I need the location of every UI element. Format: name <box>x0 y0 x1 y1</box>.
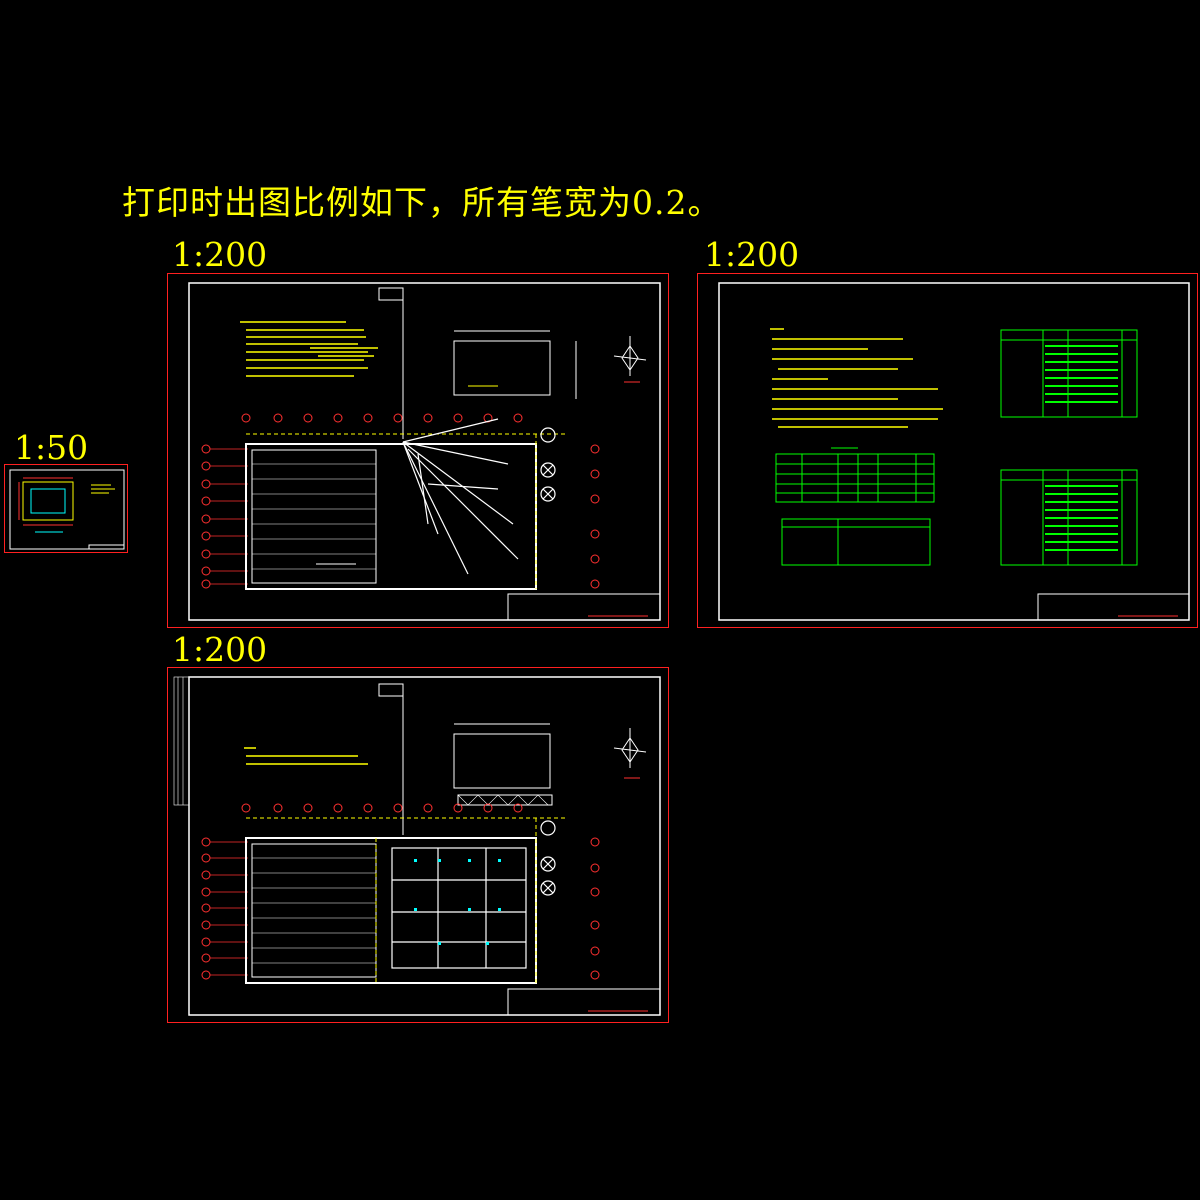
scale-label-plan-2: 1:200 <box>172 630 268 669</box>
scale-label-plan-1: 1:200 <box>172 235 268 274</box>
drawing-sheet-notes[interactable] <box>697 273 1198 628</box>
print-instruction-heading: 打印时出图比例如下，所有笔宽为0.2。 <box>122 183 722 222</box>
drawing-sheet-plan-1[interactable] <box>167 273 669 628</box>
drawing-sheet-small[interactable] <box>4 464 128 553</box>
scale-label-notes: 1:200 <box>704 235 800 274</box>
scale-label-small: 1:50 <box>14 428 89 467</box>
drawing-sheet-plan-2[interactable] <box>167 667 669 1023</box>
